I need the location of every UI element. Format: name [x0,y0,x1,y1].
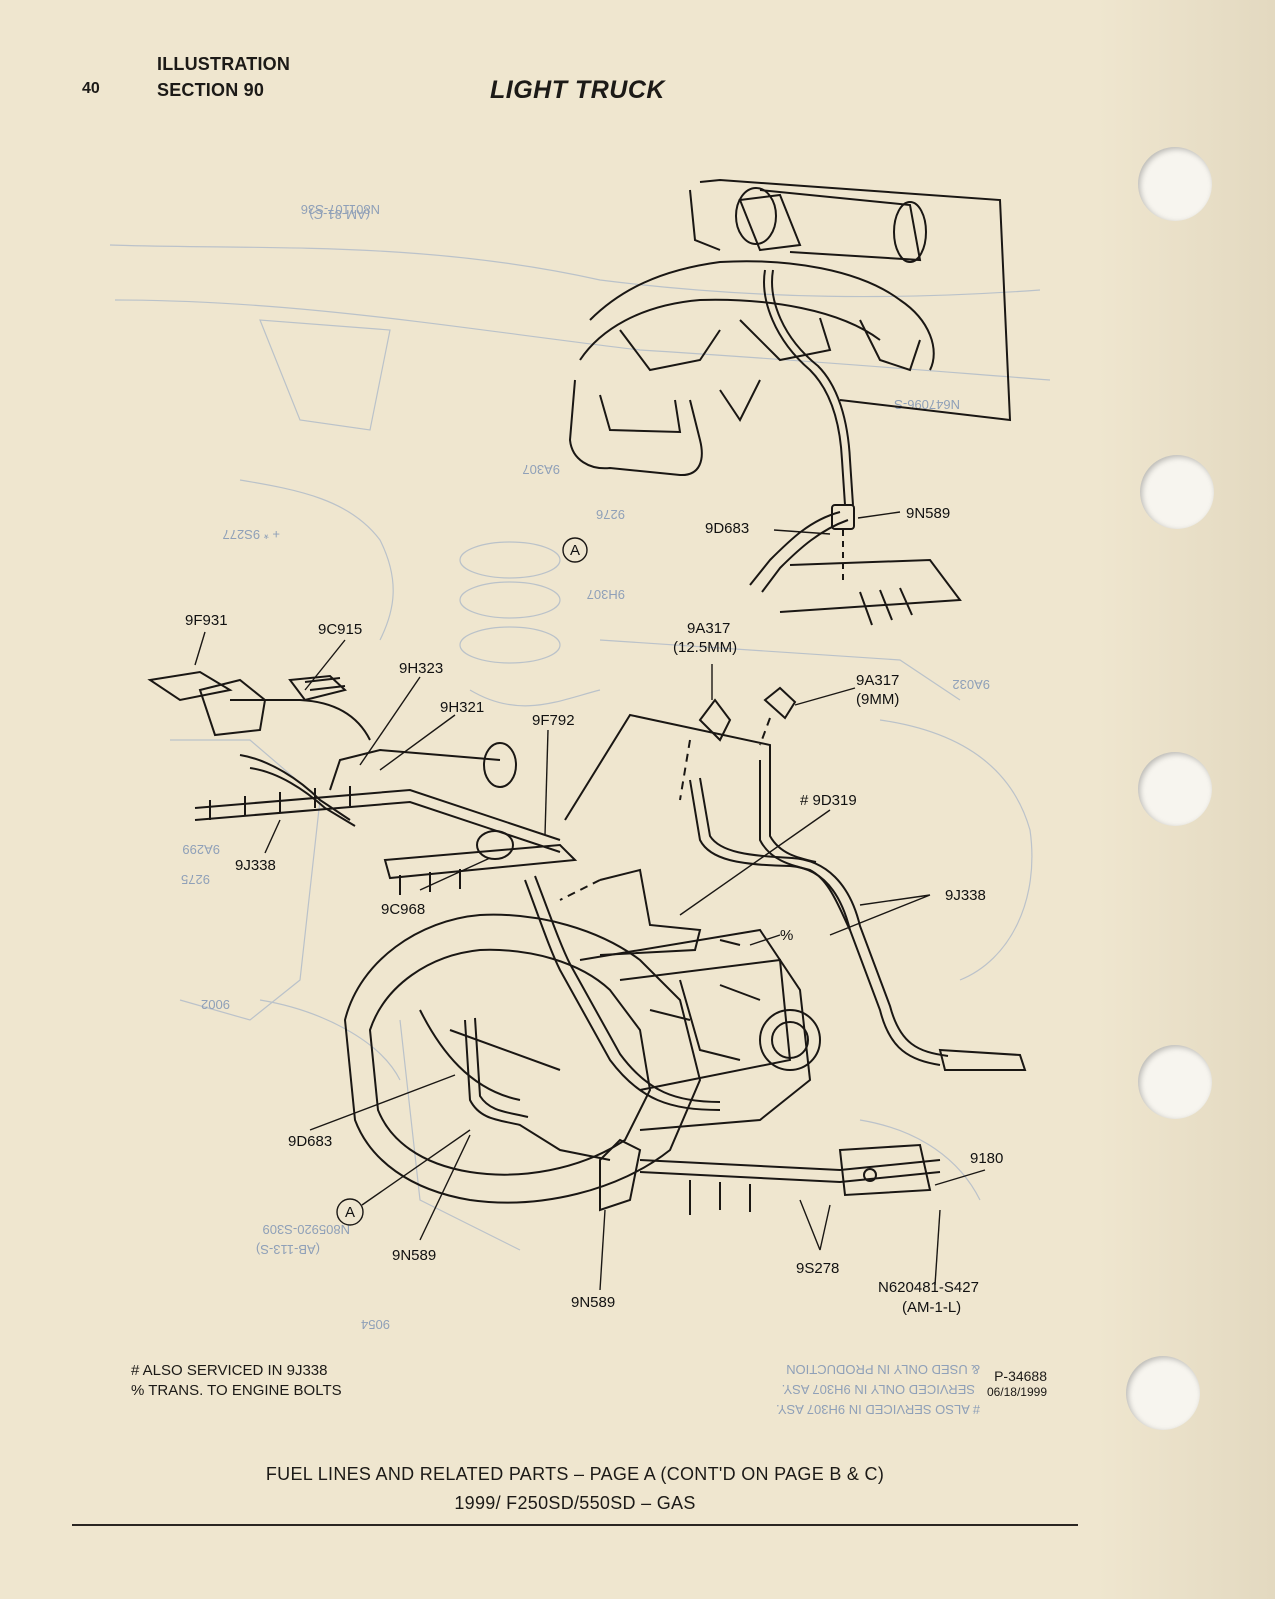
footnote-also-serviced: # ALSO SERVICED IN 9J338 [131,1362,328,1379]
callout-9f931: 9F931 [185,612,228,629]
callout-9f792: 9F792 [532,712,575,729]
footnote-trans-bolts: % TRANS. TO ENGINE BOLTS [131,1382,342,1399]
callout-9n589-top: 9N589 [906,505,950,522]
fuel-rail-assembly [147,670,578,895]
callout-trans-bolt: % [780,927,793,944]
svg-text:N805920-S309: N805920-S309 [263,1222,350,1237]
callout-9n589-bottom: 9N589 [571,1294,615,1311]
callout-a-top: A [570,542,580,559]
svg-text:9002: 9002 [201,997,230,1012]
caption-divider [72,1524,1078,1526]
illustration-label: ILLUSTRATION [157,54,291,74]
svg-text:SERVICED ONLY IN 9H307 ASY.: SERVICED ONLY IN 9H307 ASY. [782,1382,975,1397]
svg-text:9276: 9276 [596,507,625,522]
page-title: LIGHT TRUCK [490,76,665,104]
callout-a-low: A [345,1204,355,1221]
reference-code: P-34688 [994,1368,1047,1384]
callout-9n589-low: 9N589 [392,1247,436,1264]
svg-text:9054: 9054 [361,1317,390,1332]
callout-9h323: 9H323 [399,660,443,677]
callout-9a317-12mm-size: (12.5MM) [673,639,737,656]
svg-text:9H307: 9H307 [587,587,625,602]
callout-labels: 9N589 9D683 A 9F931 9C915 9H323 9H321 9F… [185,505,1003,1316]
caption-title: FUEL LINES AND RELATED PARTS – PAGE A (C… [265,1464,885,1484]
leader-lines [194,511,986,1291]
callout-n620481-sub: (AM-1-L) [902,1299,961,1316]
callout-9a317-9mm-size: (9MM) [856,691,899,708]
fuel-tank-heat-shield [568,178,1012,477]
callout-9s278: 9S278 [796,1260,839,1277]
callout-9a317-12mm: 9A317 [687,620,730,637]
svg-text:+ * 9S277: + * 9S277 [223,527,280,542]
section-label: SECTION 90 [157,80,265,100]
svg-text:9A299: 9A299 [182,842,220,857]
callout-9j338-right: 9J338 [945,887,986,904]
callout-9d319: # 9D319 [800,792,857,809]
fuel-line-upper [749,269,962,626]
svg-text:(AB-113-S): (AB-113-S) [256,1242,320,1257]
svg-text:9275: 9275 [181,872,210,887]
callout-9d683-low: 9D683 [288,1133,332,1150]
svg-text:& USED ONLY IN PRODUCTION: & USED ONLY IN PRODUCTION [786,1362,980,1377]
binder-hole-1 [1138,147,1212,221]
svg-text:N801107-S36: N801107-S36 [301,202,380,217]
callout-9c968: 9C968 [381,901,425,918]
binder-hole-2 [1140,455,1214,529]
callout-9c915: 9C915 [318,621,362,638]
reference-date: 06/18/1999 [986,1385,1047,1399]
callout-n620481: N620481-S427 [878,1279,979,1296]
binder-hole-4 [1138,1045,1212,1119]
binder-hole-5 [1126,1356,1200,1430]
caption-model: 1999/ F250SD/550SD – GAS [454,1493,696,1513]
binder-hole-3 [1138,752,1212,826]
callout-9a317-9mm: 9A317 [856,672,899,689]
fuel-lines-main [464,686,1027,1215]
svg-text:9A032: 9A032 [952,677,990,692]
callout-9j338-left: 9J338 [235,857,276,874]
svg-text:# ALSO SERVICED IN 9H307 ASY.: # ALSO SERVICED IN 9H307 ASY. [776,1402,980,1417]
svg-text:9A307: 9A307 [522,462,560,477]
bleed-through-artwork [109,244,1051,1251]
callout-9h321: 9H321 [440,699,484,716]
callout-9180: 9180 [970,1150,1003,1167]
transmission-bell-housing [343,913,821,1204]
callout-9d683-top: 9D683 [705,520,749,537]
svg-text:(AM-81-C): (AM-81-C) [309,207,370,222]
bleed-through-text: N801107-S36 (AM-81-C) N647096-S 9A307 + … [181,202,990,1417]
page-number: 40 [82,80,100,97]
